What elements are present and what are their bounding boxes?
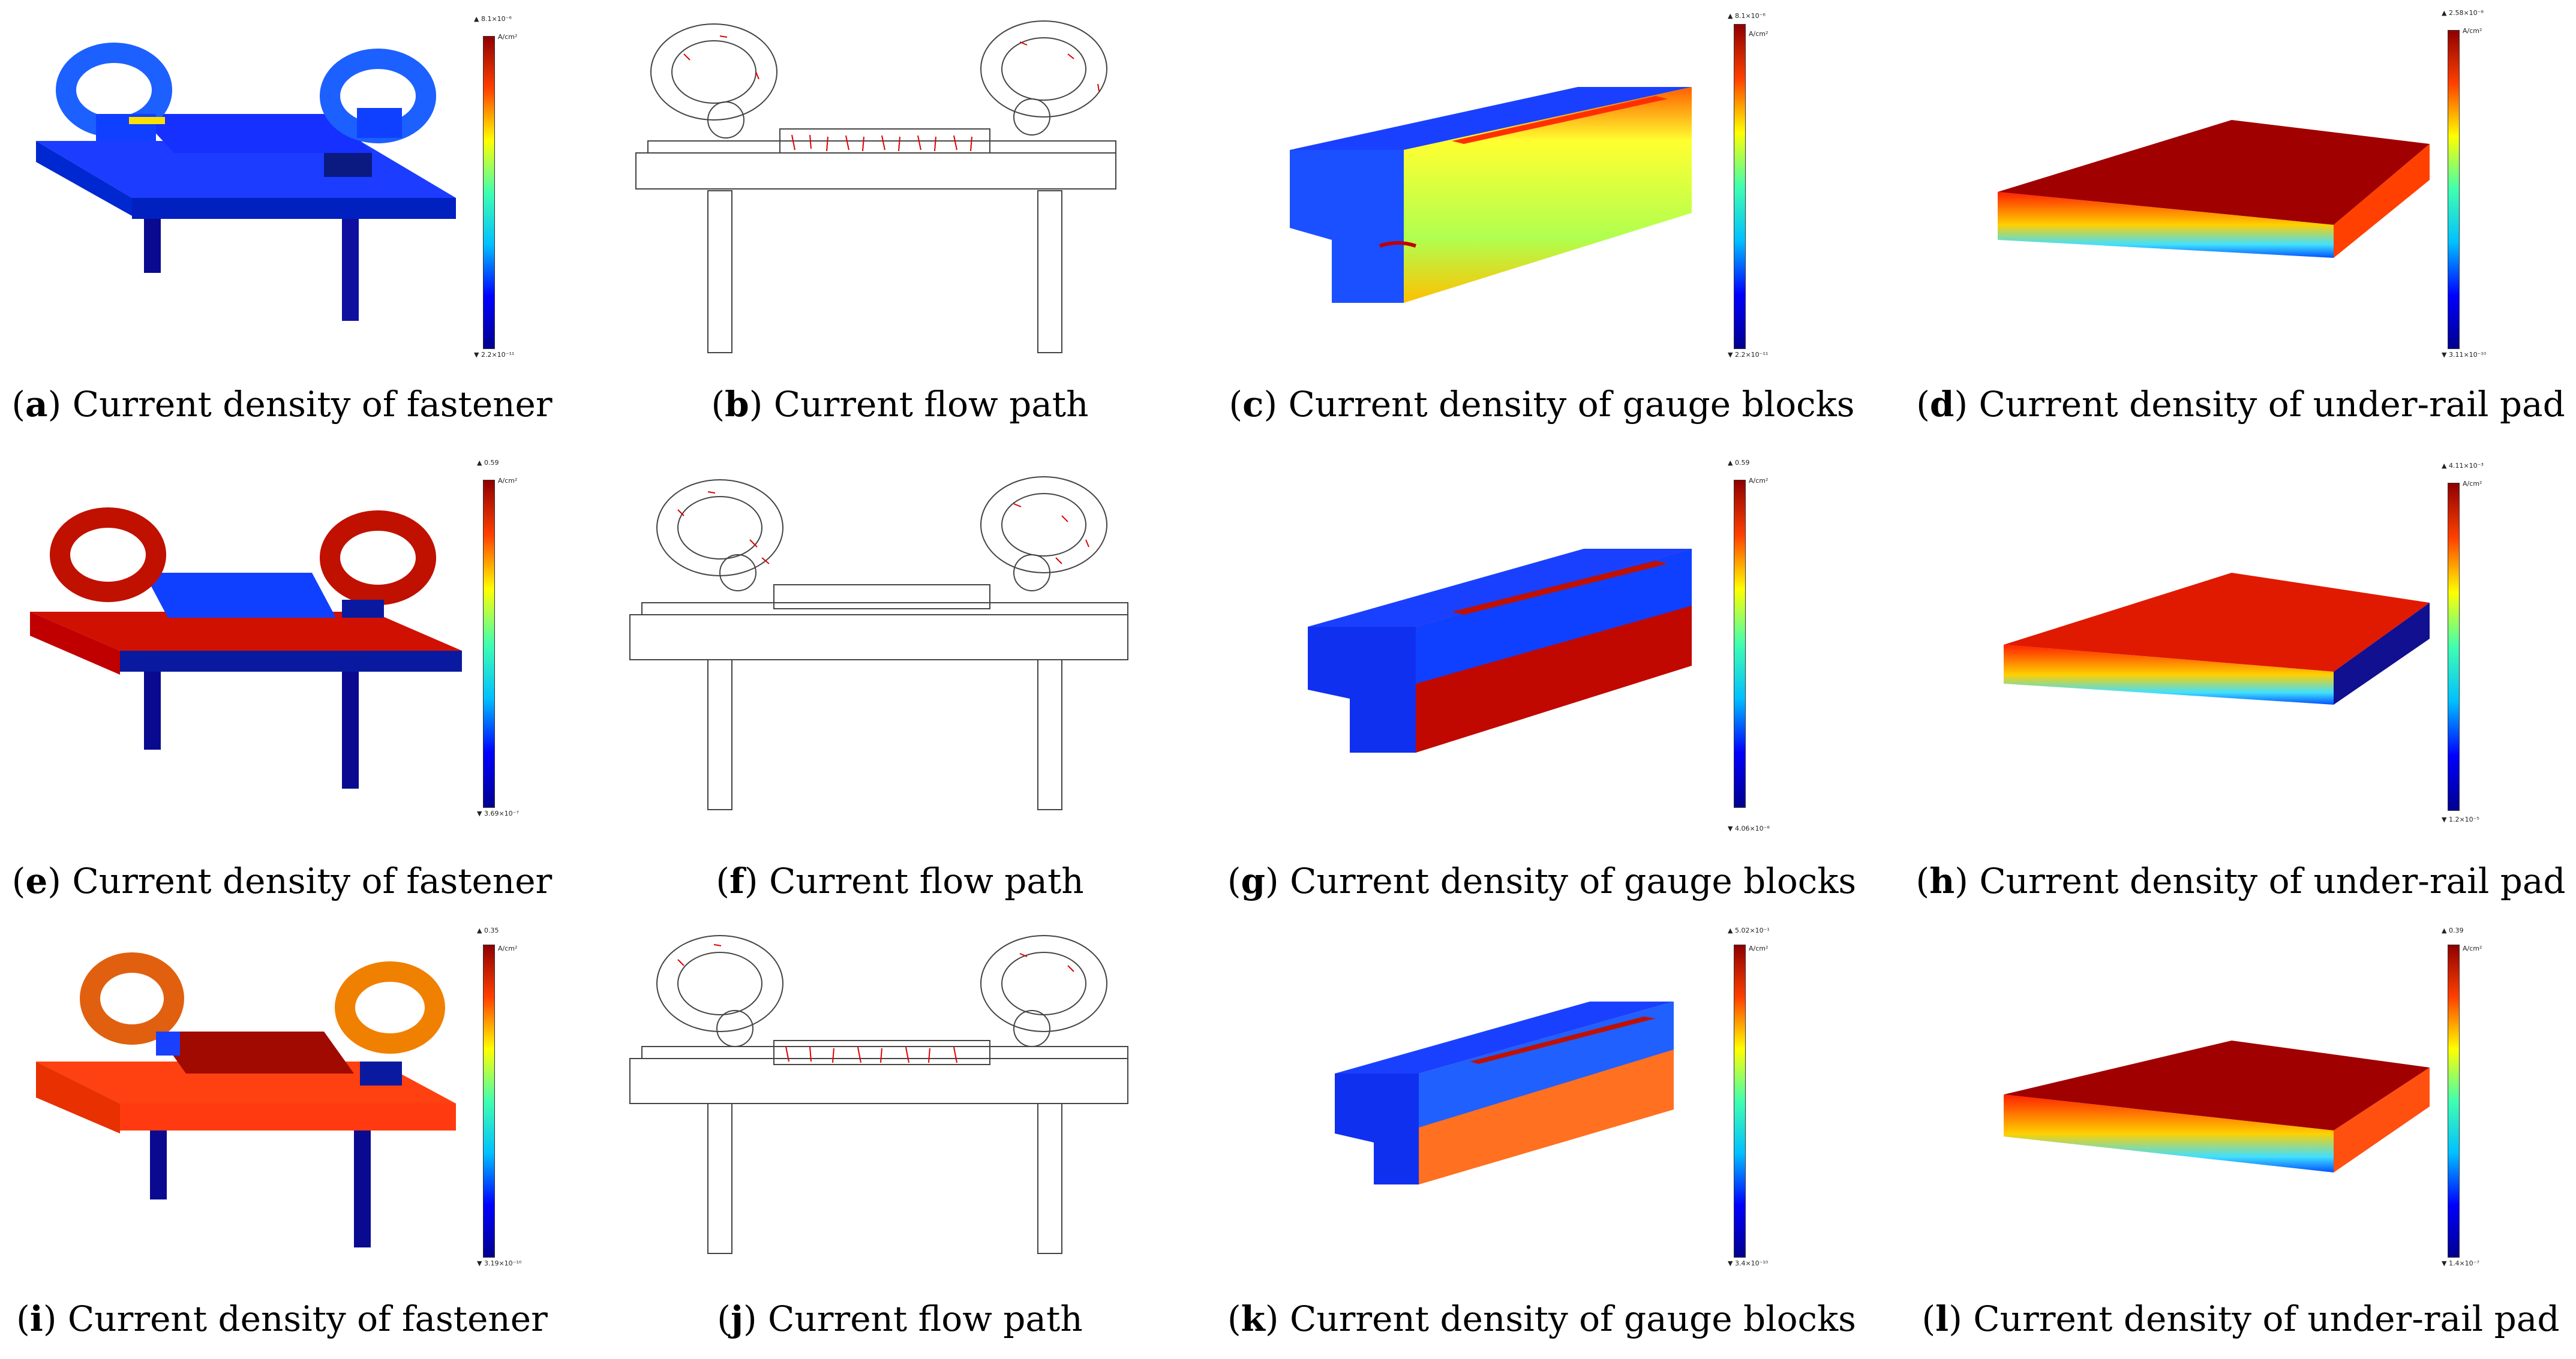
- colorbar-max-d: ▲ 2.58×10⁻⁸: [2442, 9, 2484, 17]
- colorbar-l: [2448, 945, 2460, 1258]
- colorbar-unit-c: A/cm²: [1749, 30, 1769, 38]
- caption-h: (h) Current density of under-rail pad: [1916, 861, 2566, 901]
- caption-letter-b: b: [725, 384, 749, 425]
- colorbar-min-i: ▼ 3.19×10⁻¹⁰: [477, 1259, 522, 1267]
- colorbar-unit-d: A/cm²: [2463, 27, 2482, 35]
- caption-l: (l) Current density of under-rail pad: [1922, 1298, 2560, 1339]
- colorbar-i: [483, 945, 495, 1258]
- caption-letter-e: e: [25, 861, 48, 901]
- caption-letter-l: l: [1935, 1298, 1949, 1339]
- caption-letter-a: a: [25, 384, 48, 425]
- caption-text-i: Current density of fastener: [67, 1298, 548, 1339]
- colorbar-c: [1734, 24, 1746, 349]
- caption-letter-f: f: [729, 861, 744, 901]
- caption-f: (f) Current flow path: [716, 861, 1084, 901]
- caption-b: (b) Current flow path: [711, 384, 1089, 425]
- colorbar-max-g: ▲ 0.59: [1728, 459, 1750, 467]
- colorbar-e: [483, 480, 495, 808]
- colorbar-max-e: ▲ 0.59: [477, 459, 499, 467]
- colorbar-min-k: ▼ 3.4×10⁻¹⁰: [1728, 1259, 1769, 1267]
- colorbar-min-h: ▼ 1.2×10⁻⁵: [2442, 816, 2479, 823]
- caption-text-d: Current density of under-rail pad: [1978, 384, 2565, 425]
- colorbar-unit-k: A/cm²: [1749, 945, 1769, 952]
- colorbar-max-h: ▲ 4.11×10⁻³: [2442, 462, 2484, 470]
- colorbar-min-a: ▼ 2.2×10⁻¹¹: [474, 351, 515, 359]
- colorbar-unit-i: A/cm²: [498, 945, 518, 952]
- colorbar-min-e: ▼ 3.69×10⁻⁷: [477, 810, 519, 817]
- caption-text-a: Current density of fastener: [72, 384, 553, 425]
- colorbar-max-a: ▲ 8.1×10⁻⁶: [474, 15, 512, 23]
- caption-text-k: Current density of gauge blocks: [1289, 1298, 1856, 1339]
- caption-text-f: Current flow path: [769, 861, 1084, 901]
- colorbar-h: [2448, 483, 2460, 811]
- caption-letter-k: k: [1241, 1298, 1265, 1339]
- caption-text-g: Current density of gauge blocks: [1290, 861, 1857, 901]
- colorbar-min-c: ▼ 2.2×10⁻¹¹: [1728, 351, 1769, 359]
- caption-c: (c) Current density of gauge blocks: [1229, 384, 1855, 425]
- colorbar-max-k: ▲ 5.02×10⁻¹: [1728, 927, 1770, 934]
- caption-letter-g: g: [1241, 861, 1266, 901]
- colorbar-unit-l: A/cm²: [2463, 945, 2482, 952]
- colorbar-a: [483, 36, 495, 349]
- caption-letter-i: i: [29, 1298, 43, 1339]
- caption-letter-c: c: [1242, 384, 1264, 425]
- colorbar-unit-h: A/cm²: [2463, 480, 2482, 488]
- caption-text-j: Current flow path: [768, 1298, 1083, 1339]
- caption-letter-d: d: [1929, 384, 1954, 425]
- caption-j: (j) Current flow path: [717, 1298, 1083, 1339]
- colorbar-k: [1734, 945, 1746, 1258]
- caption-text-c: Current density of gauge blocks: [1288, 384, 1855, 425]
- colorbar-min-d: ▼ 3.11×10⁻¹⁰: [2442, 351, 2487, 359]
- caption-text-b: Current flow path: [773, 384, 1089, 425]
- colorbar-d: [2448, 30, 2460, 349]
- colorbar-max-i: ▲ 0.35: [477, 927, 499, 934]
- colorbar-max-c: ▲ 8.1×10⁻⁶: [1728, 12, 1766, 20]
- caption-a: (a) Current density of fastener: [11, 384, 553, 425]
- colorbar-unit-g: A/cm²: [1749, 477, 1769, 485]
- colorbar-g: [1734, 480, 1746, 808]
- colorbar-min-l: ▼ 1.4×10⁻⁷: [2442, 1259, 2479, 1267]
- caption-text-l: Current density of under-rail pad: [1973, 1298, 2560, 1339]
- caption-letter-j: j: [730, 1298, 743, 1339]
- caption-d: (d) Current density of under-rail pad: [1916, 384, 2565, 425]
- colorbar-min-g: ▼ 4.06×10⁻⁸: [1728, 825, 1770, 832]
- caption-k: (k) Current density of gauge blocks: [1227, 1298, 1856, 1339]
- caption-text-h: Current density of under-rail pad: [1979, 861, 2566, 901]
- caption-text-e: Current density of fastener: [72, 861, 553, 901]
- colorbar-unit-a: A/cm²: [498, 33, 518, 41]
- colorbar-max-l: ▲ 0.39: [2442, 927, 2464, 934]
- caption-g: (g) Current density of gauge blocks: [1227, 861, 1857, 901]
- caption-e: (e) Current density of fastener: [11, 861, 553, 901]
- caption-letter-h: h: [1929, 861, 1955, 901]
- caption-i: (i) Current density of fastener: [16, 1298, 548, 1339]
- colorbar-unit-e: A/cm²: [498, 477, 518, 485]
